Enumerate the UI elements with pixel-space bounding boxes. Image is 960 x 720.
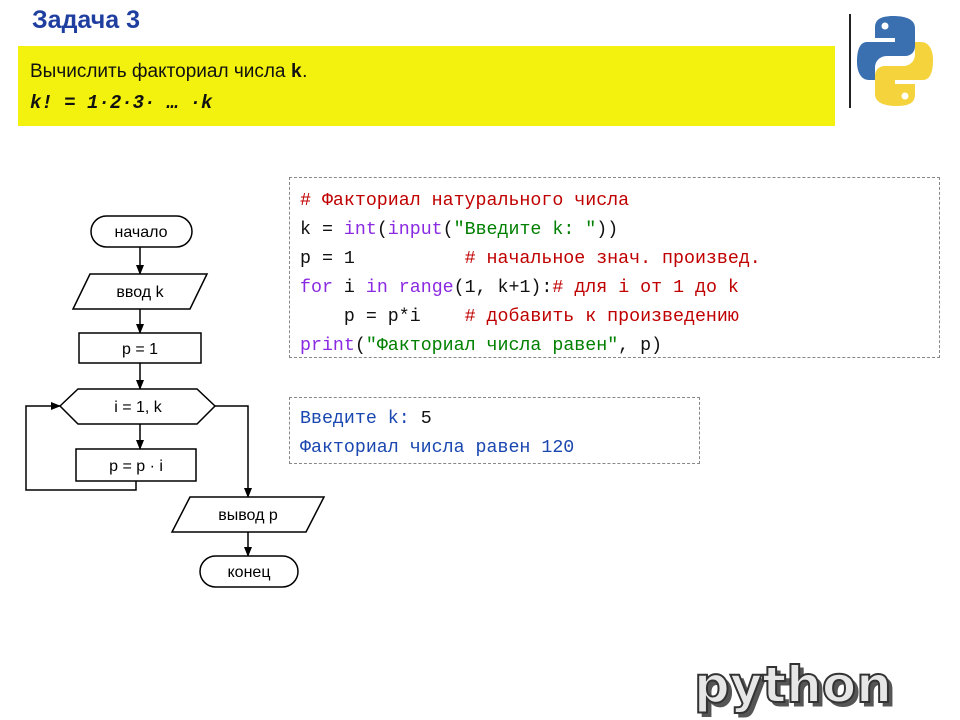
code-comment: # добавить к произведению <box>464 307 739 327</box>
code-builtin: print <box>300 336 355 356</box>
code-string: "Факториал числа равен" <box>365 336 619 356</box>
output-line: Факториал числа равен 120 <box>300 438 575 458</box>
output-input-value: 5 <box>420 409 432 429</box>
flow-body-label: p = p · i <box>109 458 163 475</box>
slide-title: Задача 3 <box>32 6 140 34</box>
task-text: Вычислить факториал числа <box>30 61 291 82</box>
flow-init-label: p = 1 <box>122 341 158 358</box>
flow-loop-label: i = 1, k <box>114 399 163 416</box>
task-formula: k! = 1·2·3· … ·k <box>30 92 213 114</box>
code-keyword: in <box>365 278 388 298</box>
code-text: ( <box>442 220 454 240</box>
code-line: # Факториал натурального числа <box>300 187 939 216</box>
code-keyword: for <box>300 278 333 298</box>
python-logo-icon <box>857 16 933 106</box>
code-text: k = <box>300 220 344 240</box>
code-line: p = 1 # начальное знач. произвед. <box>300 245 939 274</box>
code-text: ( <box>354 336 366 356</box>
flow-end-label: конец <box>228 564 271 581</box>
divider-line <box>849 14 851 108</box>
code-text: i <box>332 278 366 298</box>
code-text: , p) <box>618 336 663 356</box>
python-wordmark-shadow: python <box>698 662 896 718</box>
flow-start-shape <box>90 215 193 248</box>
flow-end-shape <box>199 555 299 588</box>
code-line: print("Факториал числа равен", p) <box>300 332 939 361</box>
task-text-end: . <box>302 61 308 82</box>
code-block: # Факториал натурального числа k = int(i… <box>289 177 940 358</box>
code-text: p = 1 <box>300 249 465 269</box>
code-comment: # Факториал натурального числа <box>300 191 630 211</box>
output-line: Введите k: 5 <box>300 405 699 434</box>
code-builtin: range <box>398 278 454 298</box>
task-statement: Вычислить факториал числа k. <box>30 58 835 86</box>
code-builtin: int <box>343 220 377 240</box>
code-string: "Введите k: " <box>453 220 597 240</box>
flow-input-shape <box>71 273 209 310</box>
code-line: for i in range(1, k+1):# для i от 1 до k <box>300 274 939 303</box>
code-comment: # начальное знач. произвед. <box>464 249 761 269</box>
code-text: ( <box>376 220 388 240</box>
task-box: Вычислить факториал числа k. k! = 1·2·3·… <box>18 46 835 126</box>
code-text: )) <box>596 220 619 240</box>
flow-start-label: начало <box>114 224 167 241</box>
flow-output-label: вывод p <box>218 507 278 524</box>
code-builtin: input <box>387 220 443 240</box>
flow-input-label: ввод k <box>116 284 164 301</box>
flow-output-shape <box>170 496 326 533</box>
flow-init-shape <box>78 332 202 364</box>
python-wordmark-text: python <box>694 662 892 714</box>
code-line: k = int(input("Введите k: ")) <box>300 216 939 245</box>
code-line: p = p*i # добавить к произведению <box>300 303 939 332</box>
code-comment: # для i от 1 до k <box>552 278 739 298</box>
output-prompt: Введите k: <box>300 409 421 429</box>
code-text: p = p*i <box>300 307 465 327</box>
output-block: Введите k: 5 Факториал числа равен 120 <box>289 397 700 464</box>
code-text: (1, k+1): <box>453 278 553 298</box>
flow-loop-shape <box>58 388 217 425</box>
flow-body-shape <box>75 448 197 482</box>
task-variable: k <box>290 61 303 83</box>
python-wordmark: python python <box>693 662 896 719</box>
